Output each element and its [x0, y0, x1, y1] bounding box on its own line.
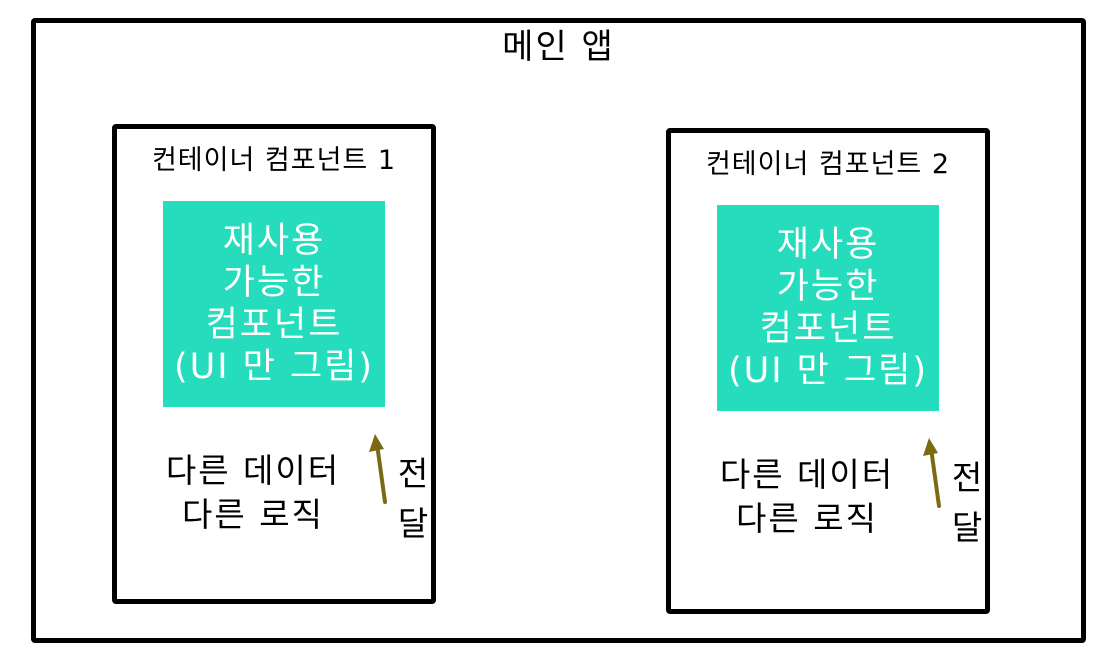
up-arrow-icon	[369, 434, 387, 504]
reusable-label-line: 재사용	[776, 225, 880, 265]
transfer-label: 전 달	[949, 453, 985, 553]
different-data-logic: 다른 데이터 다른 로직	[143, 449, 363, 537]
reusable-component: 재사용 가능한 컴포넌트 (UI 만 그림)	[717, 205, 939, 411]
reusable-component: 재사용 가능한 컴포넌트 (UI 만 그림)	[163, 201, 385, 407]
different-label-line: 다른 로직	[736, 499, 878, 538]
container-title: 컨테이너 컴포넌트 1	[151, 145, 397, 176]
transfer-char: 달	[951, 508, 983, 547]
different-data-logic: 다른 데이터 다른 로직	[697, 453, 917, 541]
container-title: 컨테이너 컴포넌트 2	[705, 149, 951, 180]
reusable-label-line: (UI 만 그림)	[173, 347, 375, 387]
different-label-line: 다른 로직	[182, 495, 324, 534]
transfer-char: 전	[951, 458, 983, 497]
main-app-title: 메인 앱	[502, 27, 615, 67]
reusable-label-line: 가능한	[222, 263, 326, 303]
up-arrow-icon	[923, 438, 941, 508]
different-label-line: 다른 데이터	[165, 451, 341, 490]
reusable-label-line: 컴포넌트	[205, 305, 343, 345]
transfer-label: 전 달	[395, 449, 431, 549]
main-app-box: 메인 앱	[31, 18, 1086, 643]
reusable-label-line: 가능한	[776, 267, 880, 307]
container-component-1: 컨테이너 컴포넌트 1 재사용 가능한 컴포넌트 (UI 만 그림) 다른 데이…	[112, 124, 436, 604]
different-label-line: 다른 데이터	[719, 455, 895, 494]
reusable-label-line: 재사용	[222, 221, 326, 261]
container-component-2: 컨테이너 컴포넌트 2 재사용 가능한 컴포넌트 (UI 만 그림) 다른 데이…	[666, 128, 990, 614]
transfer-char: 달	[397, 504, 429, 543]
transfer-char: 전	[397, 454, 429, 493]
reusable-label-line: 컴포넌트	[759, 309, 897, 349]
reusable-label-line: (UI 만 그림)	[727, 351, 929, 391]
